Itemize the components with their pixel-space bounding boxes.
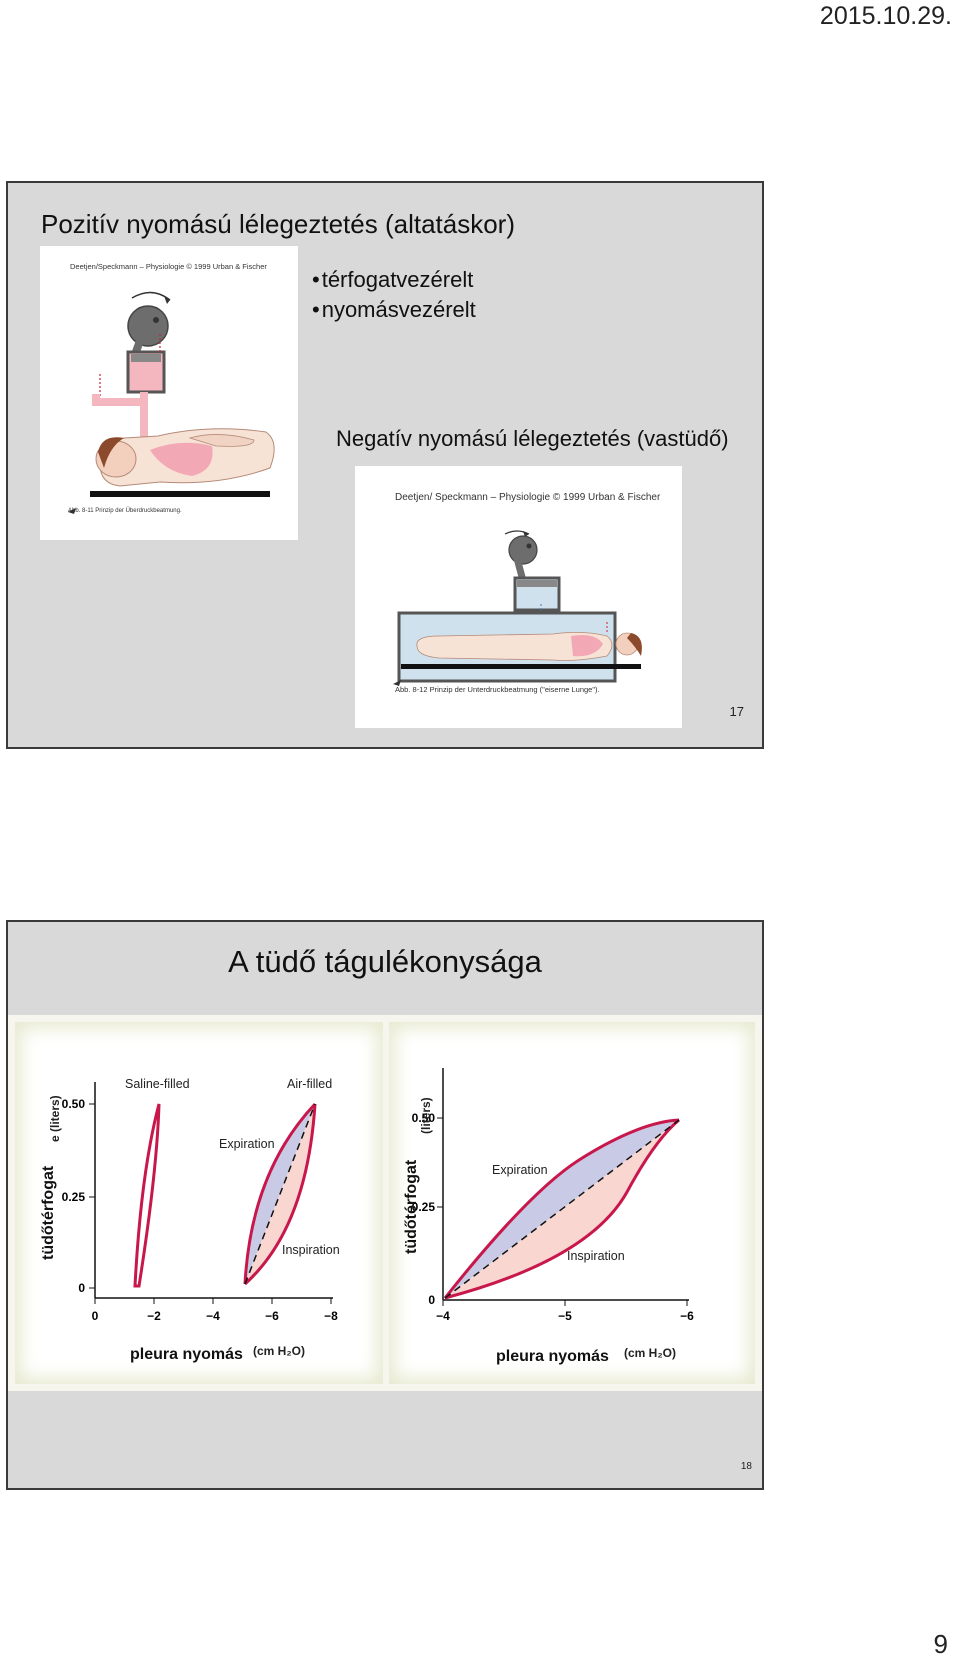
y-tick-label: 0.50 bbox=[62, 1097, 86, 1111]
pressure-volume-curves: 0 −2 −4 −6 −8 0 0.25 0.50 Saline-filled … bbox=[62, 1077, 340, 1323]
figure-caption: Abb. 8-11 Prinzip der Überdruckbeatmung. bbox=[68, 508, 182, 514]
compliance-line bbox=[244, 1103, 316, 1285]
y-tick-label: 0 bbox=[78, 1281, 85, 1295]
ventilation-modes-list: térfogatvezérelt nyomásvezérelt bbox=[312, 265, 476, 325]
compliance-chart-right: −4 −5 −6 0 0.25 0.50 Expiration Inspirat… bbox=[389, 1022, 755, 1384]
slide-number: 17 bbox=[729, 704, 744, 719]
x-tick-label: −6 bbox=[680, 1309, 694, 1323]
inspiration-curve bbox=[444, 1118, 680, 1300]
iron-lung-illustration bbox=[393, 530, 642, 686]
slide-number: 18 bbox=[740, 1461, 752, 1472]
x-tick-label: −4 bbox=[436, 1309, 450, 1323]
bullet-volume-controlled: térfogatvezérelt bbox=[312, 265, 476, 295]
x-tick-label: −4 bbox=[206, 1309, 220, 1323]
x-tick-label: −5 bbox=[558, 1309, 572, 1323]
compliance-line bbox=[444, 1119, 680, 1299]
inspiration-label: Inspiration bbox=[282, 1243, 340, 1257]
x-axis-unit: (cm H₂O) bbox=[624, 1346, 677, 1360]
x-axis-label: pleura nyomás bbox=[130, 1346, 243, 1363]
expiration-label: Expiration bbox=[492, 1163, 548, 1177]
air-filled-label: Air-filled bbox=[287, 1077, 332, 1091]
expiration-label: Expiration bbox=[219, 1137, 275, 1151]
x-axis-label: pleura nyomás bbox=[496, 1348, 609, 1365]
y-axis-unit: (liters) bbox=[419, 1097, 433, 1134]
y-tick-label: 0.25 bbox=[412, 1200, 436, 1214]
inspiration-curve bbox=[243, 1103, 317, 1286]
y-axis-label: tüdőtérfogat bbox=[403, 1159, 420, 1254]
y-tick-label: 0.25 bbox=[62, 1190, 86, 1204]
bullet-pressure-controlled: nyomásvezérelt bbox=[312, 295, 476, 325]
page-number: 9 bbox=[933, 1629, 948, 1659]
y-axis-label: tüdőtérfogat bbox=[40, 1165, 57, 1260]
x-tick-label: −8 bbox=[324, 1309, 338, 1323]
saline-filled-label: Saline-filled bbox=[125, 1077, 190, 1091]
x-axis-unit: (cm H₂O) bbox=[253, 1344, 306, 1358]
y-axis-unit: e (liters) bbox=[48, 1095, 62, 1142]
figure-credit: Deetjen/ Speckmann – Physiologie © 1999 … bbox=[395, 492, 661, 503]
figure-credit: Deetjen/Speckmann – Physiologie © 1999 U… bbox=[70, 262, 267, 271]
negative-pressure-heading: Negatív nyomású lélegeztetés (vastüdő) bbox=[336, 426, 729, 451]
expiration-curve bbox=[243, 1102, 317, 1285]
y-tick-label: 0 bbox=[428, 1293, 435, 1307]
x-tick-label: 0 bbox=[92, 1309, 99, 1323]
page-date: 2015.10.29. bbox=[819, 2, 952, 30]
inspiration-label: Inspiration bbox=[567, 1249, 625, 1263]
negative-pressure-figure: Deetjen/ Speckmann – Physiologie © 1999 … bbox=[355, 466, 682, 728]
expiration-curve bbox=[443, 1118, 680, 1299]
pressure-volume-curve-zoom: −4 −5 −6 0 0.25 0.50 Expiration Inspirat… bbox=[412, 1068, 694, 1323]
x-tick-label: −6 bbox=[265, 1309, 279, 1323]
y-tick-label: 0.50 bbox=[412, 1111, 436, 1125]
saline-filled-curve bbox=[133, 1103, 161, 1288]
slide-lung-compliance: A tüdő tágulékonysága 0 −2 bbox=[6, 920, 764, 1490]
figure-caption: Abb. 8-12 Prinzip der Unterdruckbeatmung… bbox=[395, 685, 600, 694]
slide-ventilation: Pozitív nyomású lélegeztetés (altatáskor… bbox=[6, 181, 764, 749]
x-tick-label: −2 bbox=[147, 1309, 161, 1323]
slide-title: Pozitív nyomású lélegeztetés (altatáskor… bbox=[41, 209, 515, 239]
slide-title: A tüdő tágulékonysága bbox=[228, 944, 542, 979]
compliance-chart-left: 0 −2 −4 −6 −8 0 0.25 0.50 Saline-filled … bbox=[15, 1022, 383, 1384]
positive-pressure-figure: Deetjen/Speckmann – Physiologie © 1999 U… bbox=[40, 246, 298, 540]
positive-pressure-illustration bbox=[68, 291, 275, 514]
